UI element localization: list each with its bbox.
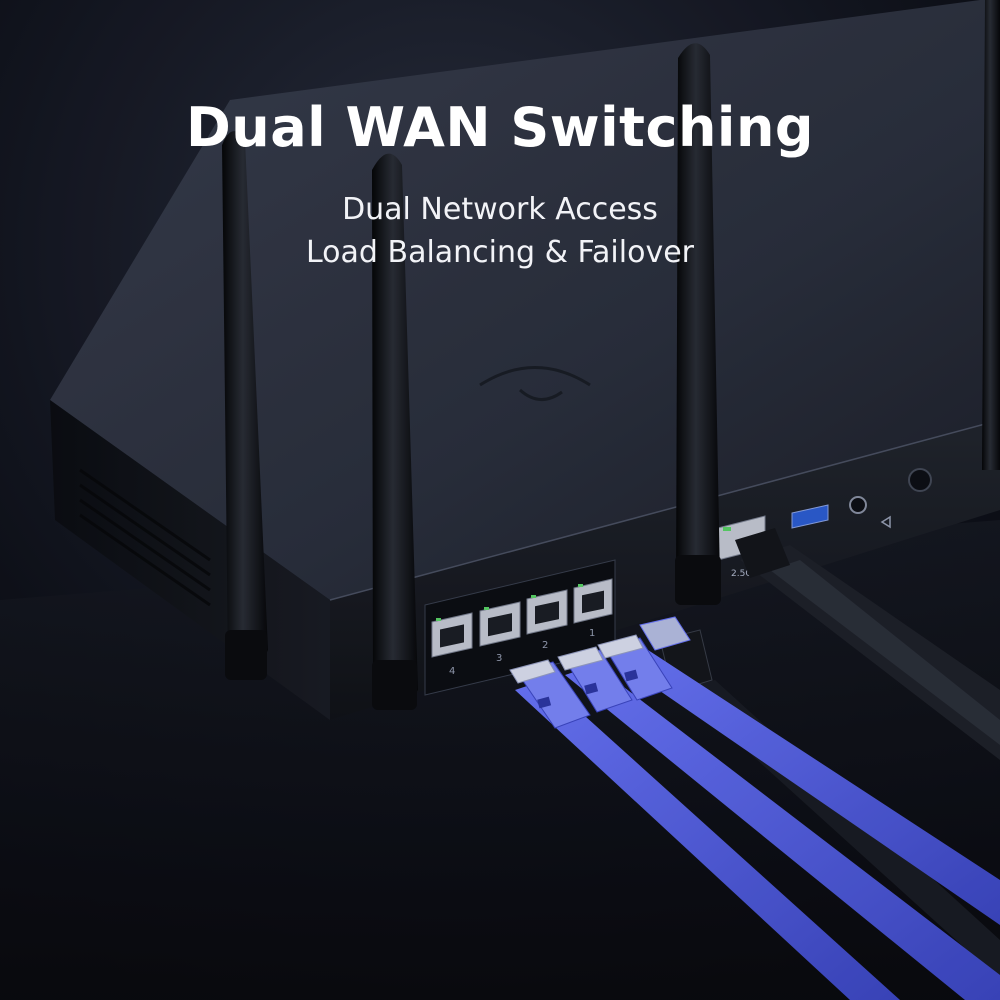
reset-button [849,496,867,514]
lan-port-label-1: 1 [589,628,595,639]
lan-port-label-2: 2 [542,640,548,651]
ethernet-cables [509,634,1000,1000]
router-top [50,0,1000,600]
usb-port [791,504,829,529]
power-jack [908,468,932,492]
antennas [222,0,1000,710]
subtitle-line-2: Load Balancing & Failover [305,235,694,270]
wan-cable [735,528,1000,760]
subtitle-line-1: Dual Network Access [342,192,658,227]
headline: Dual WAN Switching [185,96,815,159]
lan-port-label-4: 4 [449,666,455,677]
wan-port-label: 2.5G [731,569,752,579]
lan-port-label-3: 3 [496,653,502,664]
